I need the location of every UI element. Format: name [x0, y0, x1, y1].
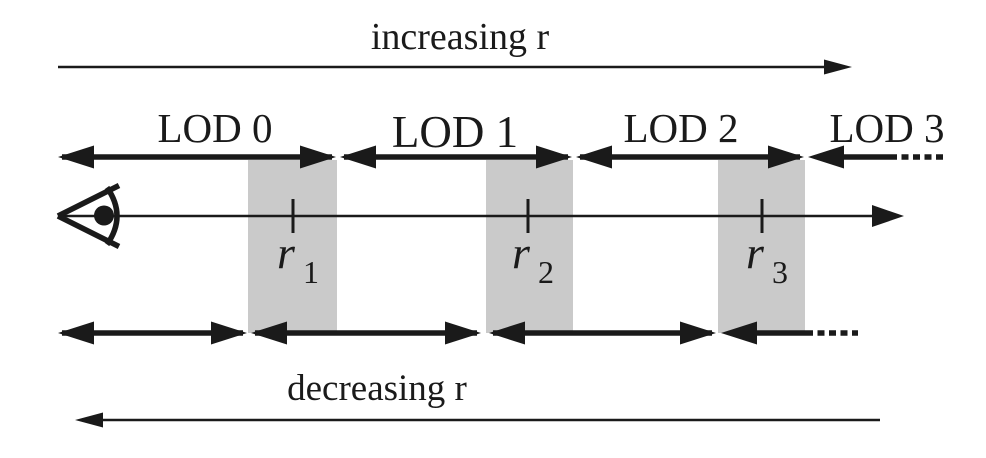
- eye-iris-arc: [104, 185, 120, 247]
- increasing-r-arrow: [58, 59, 852, 75]
- lod3-upper-range-arrow: [808, 145, 946, 169]
- threshold-label-r3: r 3: [746, 227, 788, 290]
- right-arrowhead-icon: [445, 321, 481, 345]
- lod0-upper-range-arrow: [58, 145, 336, 169]
- right-arrowhead-icon: [300, 145, 336, 169]
- right-arrowhead-icon: [211, 321, 247, 345]
- left-arrowhead-icon: [340, 145, 376, 169]
- hysteresis-bands: [248, 160, 805, 333]
- threshold-subscript: 3: [772, 254, 788, 290]
- lod0-label: LOD 0: [157, 105, 272, 151]
- left-arrowhead-icon: [808, 145, 844, 169]
- lod0-lower-range-arrow: [58, 321, 247, 345]
- eye-pupil: [94, 205, 114, 226]
- viewer-distance-axis: [58, 199, 904, 233]
- axis-arrowhead-icon: [872, 205, 904, 227]
- increasing-r-label: increasing r: [371, 16, 550, 58]
- threshold-subscript: 2: [538, 254, 554, 290]
- threshold-label-r1: r 1: [277, 227, 319, 290]
- lod3-label: LOD 3: [829, 105, 944, 151]
- left-arrowhead-icon: [58, 145, 94, 169]
- left-arrowhead-icon: [251, 321, 287, 345]
- left-arrowhead-icon: [489, 321, 525, 345]
- left-arrowhead-icon: [58, 321, 94, 345]
- decreasing-r-label: decreasing r: [287, 368, 467, 409]
- threshold-symbol: r: [512, 227, 531, 278]
- lod1-lower-range-arrow: [251, 321, 481, 345]
- lod2-upper-range-arrow: [576, 145, 804, 169]
- threshold-symbol: r: [277, 227, 296, 278]
- left-arrowhead-icon: [75, 412, 103, 428]
- threshold-label-r2: r 2: [512, 227, 554, 290]
- threshold-subscript: 1: [303, 254, 319, 290]
- lod3-lower-range-arrow: [721, 321, 858, 345]
- left-arrowhead-icon: [576, 145, 612, 169]
- lod2-label: LOD 2: [623, 105, 738, 151]
- hysteresis-band-r1: [248, 160, 337, 333]
- lod1-label: LOD 1: [392, 107, 518, 157]
- right-arrowhead-icon: [768, 145, 804, 169]
- right-arrowhead-icon: [536, 145, 572, 169]
- threshold-symbol: r: [746, 227, 765, 278]
- lod1-upper-range-arrow: [340, 145, 572, 169]
- right-arrowhead-icon: [824, 59, 852, 75]
- decreasing-r-arrow: [75, 412, 880, 428]
- lod2-lower-range-arrow: [489, 321, 716, 345]
- right-arrowhead-icon: [680, 321, 716, 345]
- left-arrowhead-icon: [721, 321, 757, 345]
- hysteresis-band-r3: [718, 160, 805, 333]
- hysteresis-band-r2: [486, 160, 573, 333]
- eye-icon: [56, 183, 121, 249]
